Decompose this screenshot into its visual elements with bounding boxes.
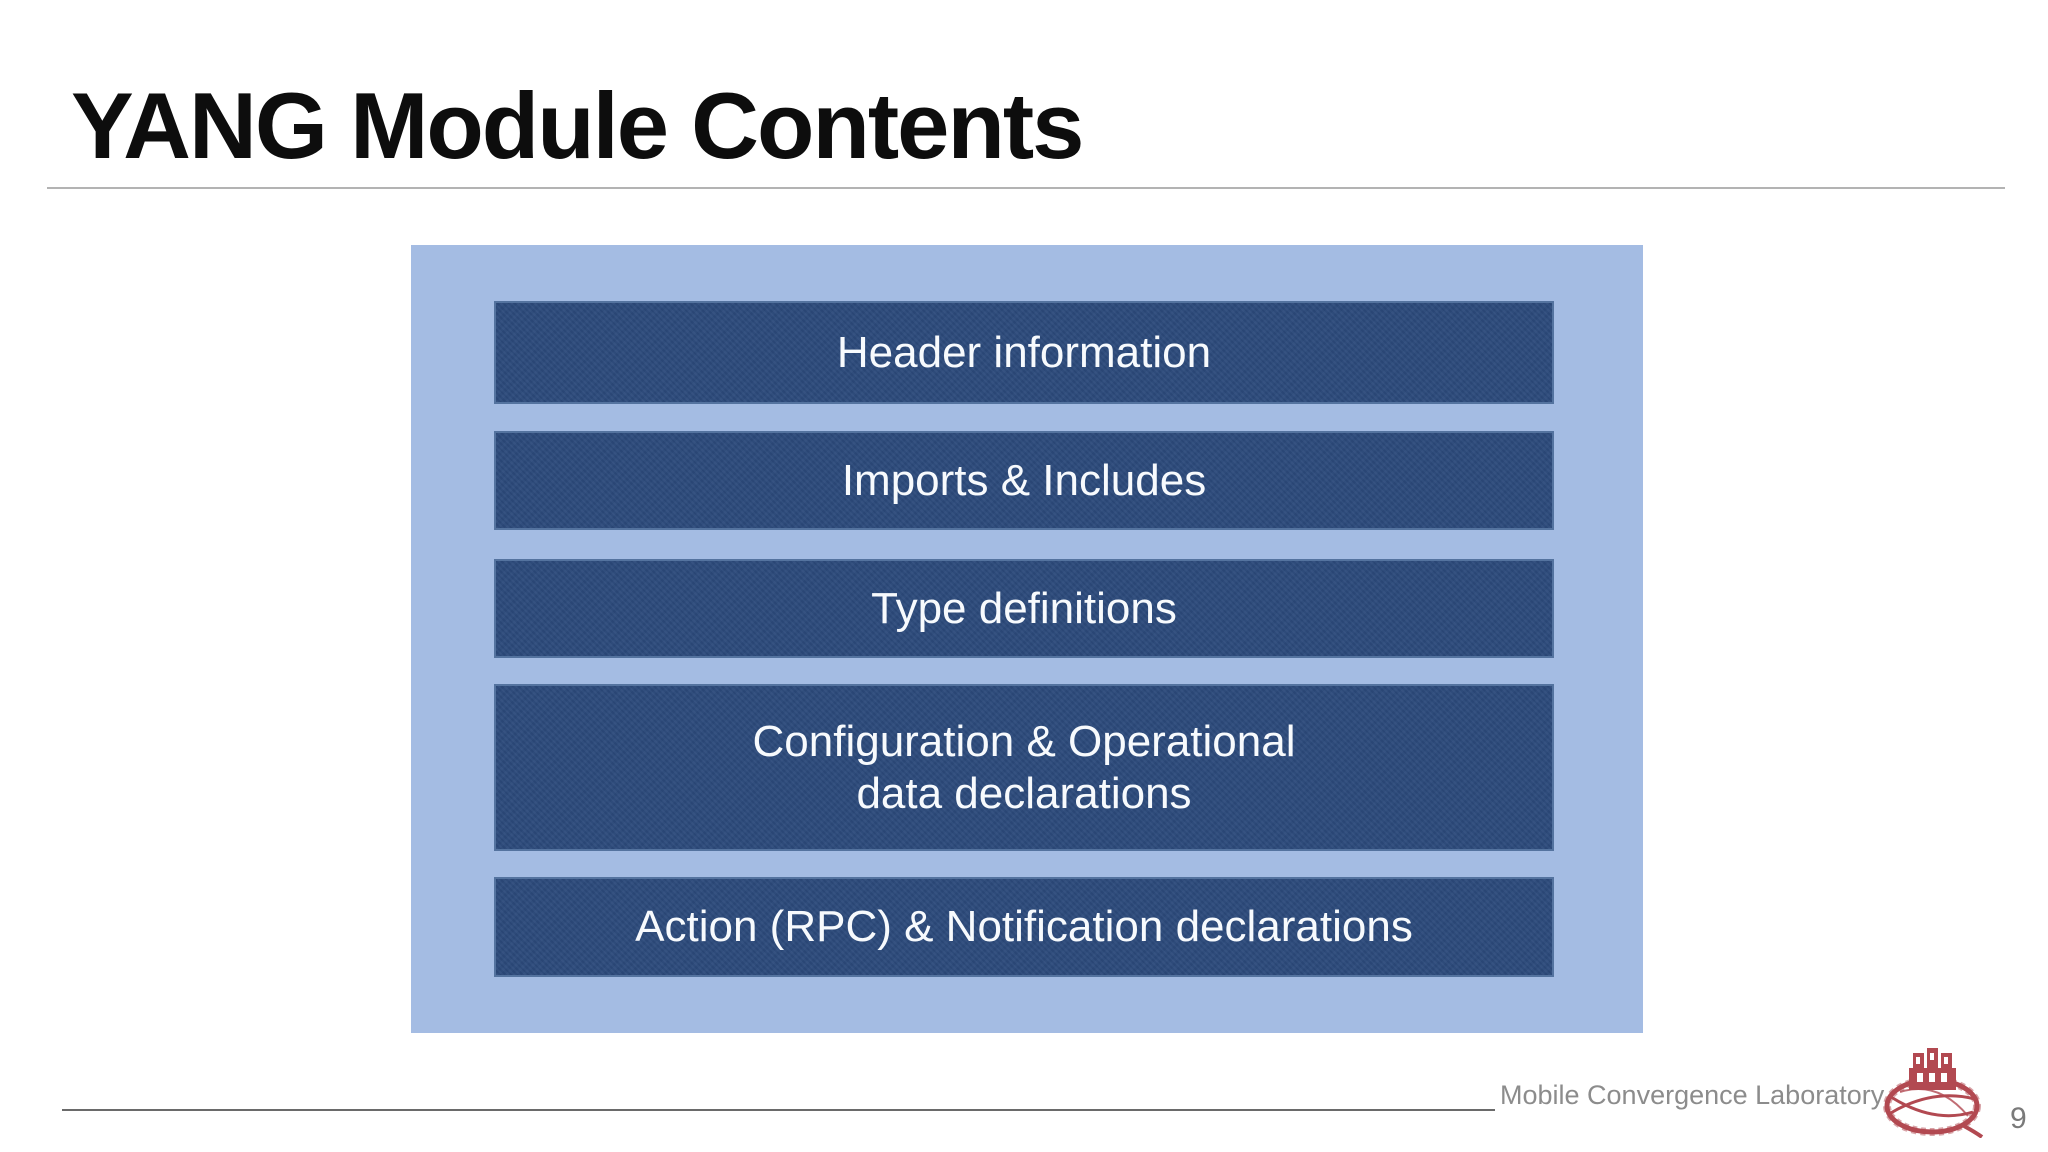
page-number: 9	[2010, 1102, 2027, 1135]
lab-name: Mobile Convergence Laboratory	[1500, 1080, 1885, 1110]
title-underline	[47, 187, 2005, 189]
diagram-box-header-information: Header information	[494, 301, 1554, 404]
diagram-box-label: Configuration & Operational data declara…	[752, 717, 1296, 818]
diagram-box-config-operational-data: Configuration & Operational data declara…	[494, 684, 1554, 851]
diagram-box-type-definitions: Type definitions	[494, 559, 1554, 658]
diagram-box-label: Imports & Includes	[841, 455, 1207, 505]
diagram-box-action-notification: Action (RPC) & Notification declarations	[494, 877, 1554, 977]
diagram-box-label: Type definitions	[871, 583, 1177, 633]
yang-module-diagram: Header information Imports & Includes Ty…	[411, 245, 1643, 1033]
slide-title: YANG Module Contents	[71, 73, 1084, 178]
diagram-box-label: Action (RPC) & Notification declarations	[635, 902, 1413, 952]
diagram-box-label: Header information	[836, 327, 1212, 377]
university-logo-icon	[1883, 1048, 1984, 1138]
diagram-box-imports-includes: Imports & Includes	[494, 431, 1554, 530]
footer-divider	[62, 1109, 1495, 1111]
